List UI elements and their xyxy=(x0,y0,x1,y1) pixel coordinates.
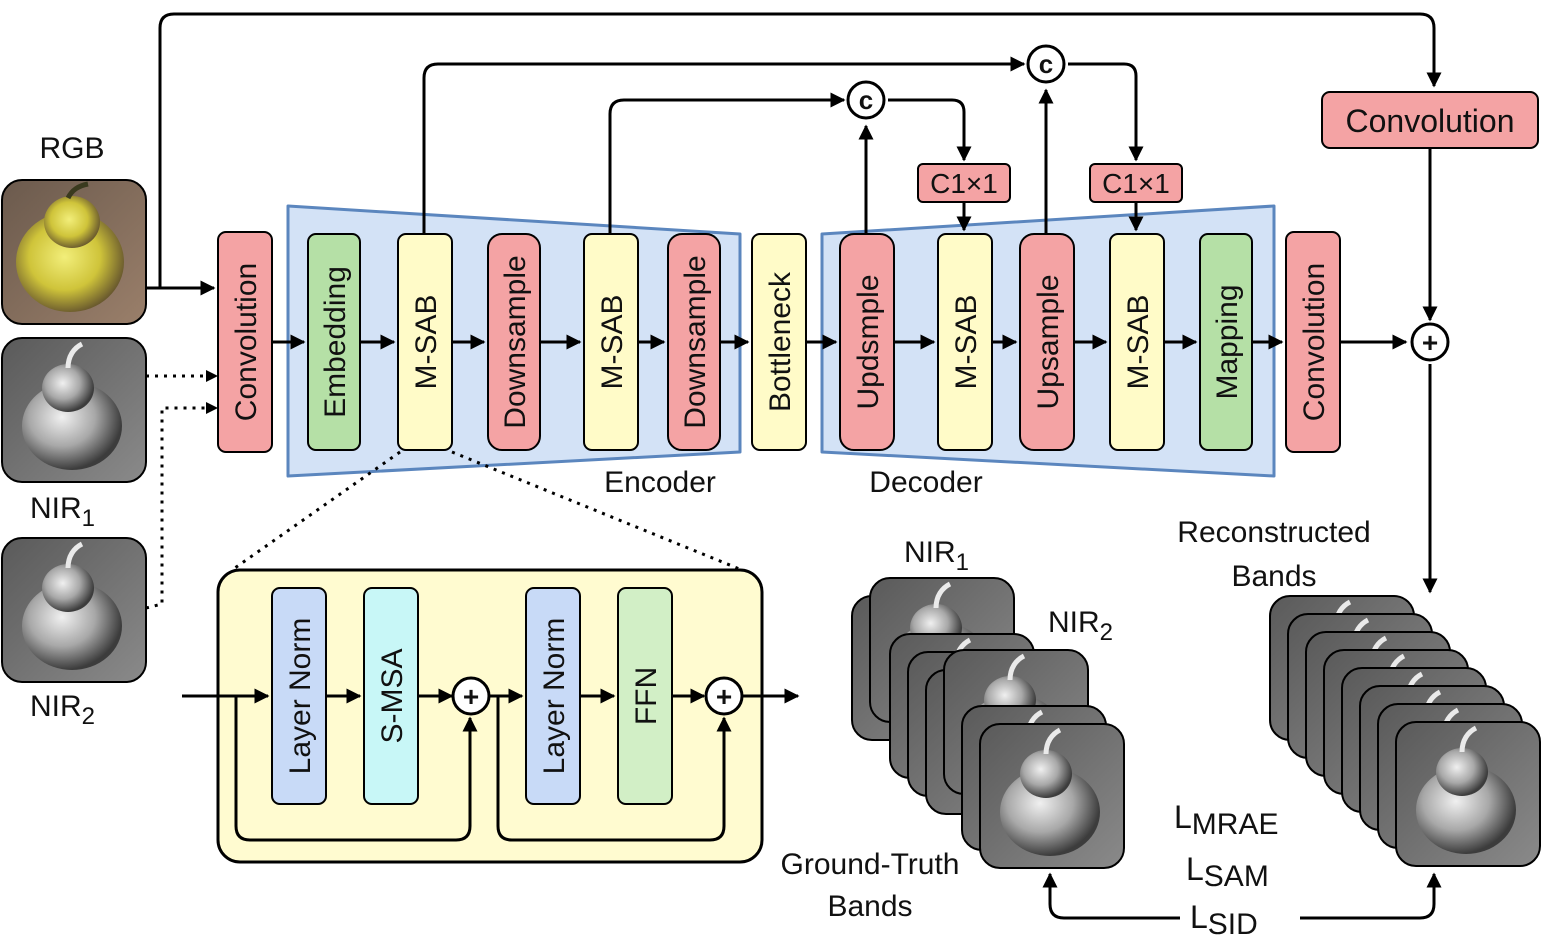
ground-truth-label-1: Ground-Truth xyxy=(781,848,960,881)
nir2-label: NIR2 xyxy=(30,690,95,730)
concat-node-1: c xyxy=(846,80,886,120)
svg-text:Upsample: Upsample xyxy=(1032,274,1065,409)
svg-text:+: + xyxy=(716,681,732,712)
svg-text:Bottleneck: Bottleneck xyxy=(764,271,797,412)
encoder-label: Encoder xyxy=(604,466,716,499)
svg-text:Mapping: Mapping xyxy=(1211,284,1244,399)
add-node-msab-2: + xyxy=(704,676,744,716)
downsample-2-block: Downsample xyxy=(667,233,721,451)
c1x1-a-block: C1×1 xyxy=(917,163,1011,203)
svg-text:Embedding: Embedding xyxy=(319,266,352,418)
svg-text:M-SAB: M-SAB xyxy=(596,294,629,389)
global-skip-arrow xyxy=(158,12,1442,288)
conv-skip-block: Convolution xyxy=(1321,91,1539,149)
svg-text:Layer Norm: Layer Norm xyxy=(284,618,317,775)
layer-norm-2-block: Layer Norm xyxy=(525,587,581,805)
mapping-block: Mapping xyxy=(1199,233,1253,451)
conv-in-block: Convolution xyxy=(217,231,273,453)
svg-text:Downsample: Downsample xyxy=(499,255,532,428)
svg-text:Downsample: Downsample xyxy=(679,255,712,428)
msab-4-block: M-SAB xyxy=(1109,233,1165,451)
loss-mrae: LMRAE xyxy=(1174,799,1278,841)
embedding-block: Embedding xyxy=(307,233,361,451)
gt-nir2-stack xyxy=(890,634,1124,868)
msab-2-block: M-SAB xyxy=(583,233,639,451)
reconstructed-label-2: Bands xyxy=(1231,560,1316,593)
upsample-2-block: Upsample xyxy=(1019,233,1075,451)
rgb-label: RGB xyxy=(39,132,104,165)
svg-text:M-SAB: M-SAB xyxy=(1122,294,1155,389)
nir1-image xyxy=(2,338,146,482)
svg-text:C1×1: C1×1 xyxy=(1102,168,1170,199)
ffn-block: FFN xyxy=(617,587,673,805)
svg-text:c: c xyxy=(1039,49,1053,79)
conv-out-block: Convolution xyxy=(1285,231,1341,453)
gt-nir1-label: NIR1 xyxy=(904,536,969,576)
svg-text:c: c xyxy=(859,85,873,115)
add-node-output: + xyxy=(1410,322,1450,362)
loss-arrows xyxy=(1042,872,1442,920)
add-node-msab-1: + xyxy=(451,676,491,716)
svg-text:M-SAB: M-SAB xyxy=(950,294,983,389)
svg-text:C1×1: C1×1 xyxy=(930,168,998,199)
nir1-label: NIR1 xyxy=(30,492,95,532)
svg-text:Convolution: Convolution xyxy=(230,263,263,421)
svg-text:Updsmple: Updsmple xyxy=(852,274,885,409)
rgb-image xyxy=(1,179,147,325)
upsample-1-block: Updsmple xyxy=(839,233,895,451)
smsa-block: S-MSA xyxy=(363,587,419,805)
reconstructed-stack xyxy=(1270,596,1540,866)
nir2-image xyxy=(2,538,146,682)
c1x1-b-block: C1×1 xyxy=(1089,163,1183,203)
svg-text:+: + xyxy=(1422,327,1438,358)
loss-sid: LSID xyxy=(1190,899,1258,941)
decoder-label: Decoder xyxy=(869,466,982,499)
pipeline-arrows xyxy=(146,280,1408,350)
bottleneck-block: Bottleneck xyxy=(751,233,807,451)
svg-text:Layer Norm: Layer Norm xyxy=(538,618,571,775)
svg-text:FFN: FFN xyxy=(630,667,663,725)
msab-zoom-lines xyxy=(231,450,743,572)
encoder-decoder-skips xyxy=(422,56,1144,234)
downsample-1-block: Downsample xyxy=(487,233,541,451)
concat-node-2: c xyxy=(1026,44,1066,84)
nir-dotted-arrows xyxy=(145,374,212,610)
gt-nir2-label: NIR2 xyxy=(1048,606,1113,646)
svg-text:+: + xyxy=(463,681,479,712)
reconstructed-label-1: Reconstructed xyxy=(1177,516,1370,549)
msab-3-block: M-SAB xyxy=(937,233,993,451)
msab-1-block: M-SAB xyxy=(397,233,453,451)
layer-norm-1-block: Layer Norm xyxy=(271,587,327,805)
svg-text:M-SAB: M-SAB xyxy=(410,294,443,389)
ground-truth-label-2: Bands xyxy=(827,890,912,923)
svg-text:Convolution: Convolution xyxy=(1346,103,1515,139)
svg-text:Convolution: Convolution xyxy=(1298,263,1331,421)
msab-detail-arrows xyxy=(182,688,800,842)
loss-sam: LSAM xyxy=(1186,851,1269,893)
svg-text:S-MSA: S-MSA xyxy=(376,648,409,743)
